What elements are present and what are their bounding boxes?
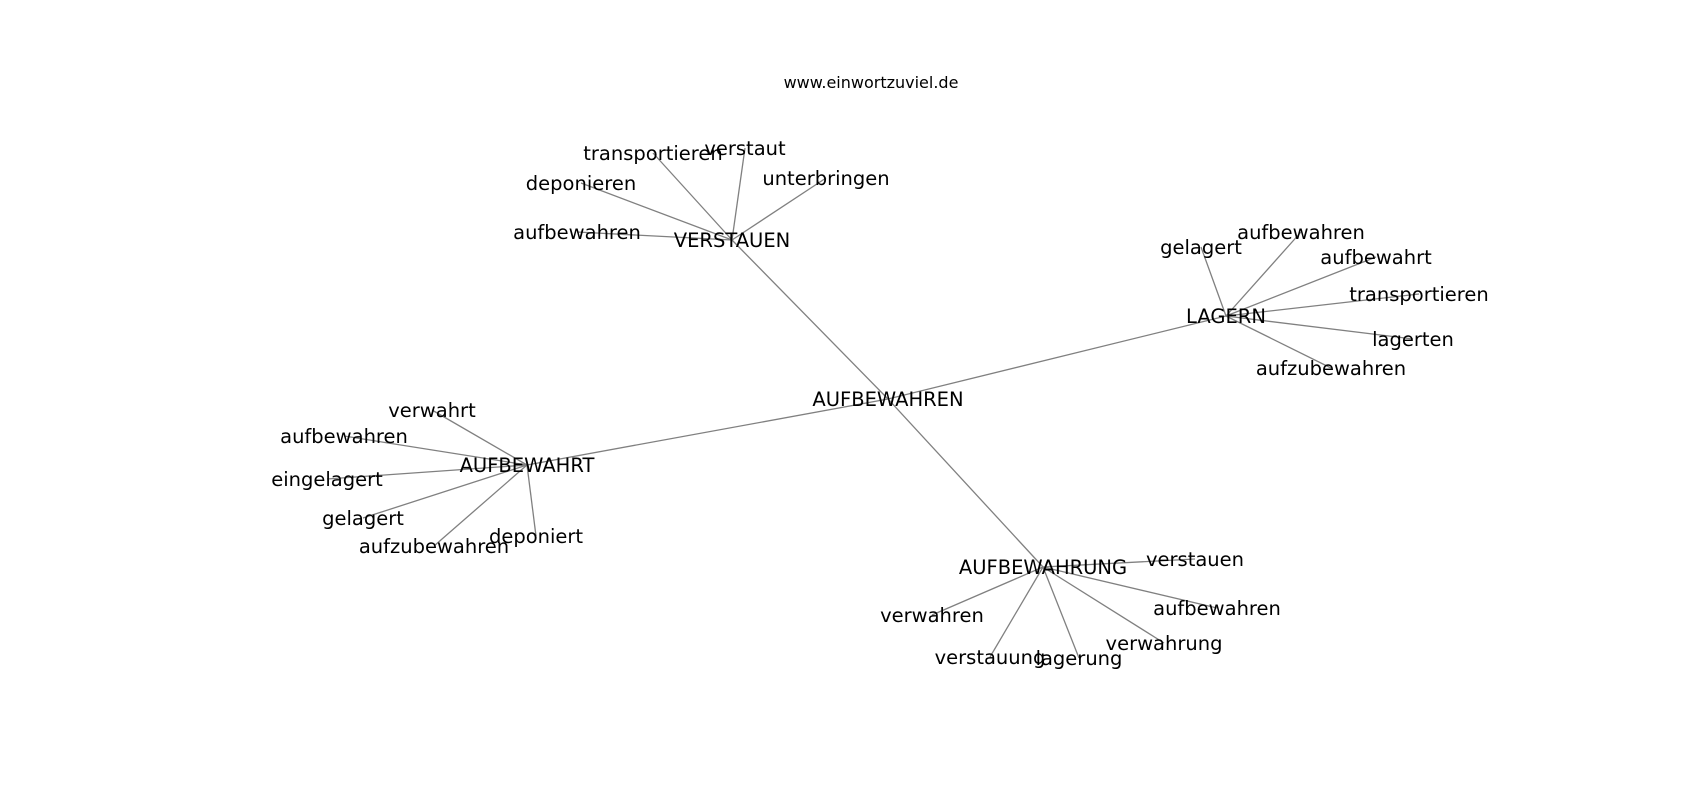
leaf-node-label: aufzubewahren [359,535,509,558]
edge-center-lagern [887,315,1227,400]
center-node-label: AUFBEWAHREN [812,388,963,411]
cluster-node-label: AUFBEWAHRT [460,454,595,477]
leaf-node-label: lagerten [1372,328,1454,351]
leaf-node-label: unterbringen [762,167,889,190]
leaf-node-label: deponieren [526,172,636,195]
leaf-node-label: aufbewahrt [1320,246,1432,269]
edge-verstauen-deponieren [580,182,733,241]
edge-aufbewahrt-gelagert [362,464,528,519]
edge-lagern-aufbewahrt [1225,256,1377,317]
leaf-node-label: verwahrt [388,399,476,422]
leaf-node-label: eingelagert [271,468,383,491]
leaf-node-label: aufzubewahren [1256,357,1406,380]
site-url: www.einwortzuviel.de [784,73,959,92]
edge-aufbewahrt-aufbewahren [343,435,528,466]
leaf-node-label: transportieren [583,142,722,165]
leaf-node-label: verstauen [1146,548,1244,571]
leaf-node-label: verstaut [704,137,786,160]
leaf-node-label: aufbewahren [513,221,641,244]
edge-aufbewahrt-deponiert [526,464,537,537]
leaf-node-label: gelagert [1160,236,1242,259]
edge-center-aufbewahrung [887,398,1044,568]
leaf-node-label: verstauung [935,646,1046,669]
edge-verstauen-unterbringen [731,177,827,241]
leaf-node-label: aufbewahren [1153,597,1281,620]
edge-verstauen-verstaut [731,147,746,241]
leaf-node-label: deponiert [489,525,583,548]
edge-lagern-gelagert [1200,246,1227,317]
cluster-node-label: AUFBEWAHRUNG [959,556,1127,579]
edge-verstauen-aufbewahren [576,231,733,241]
cluster-node-label: LAGERN [1186,305,1266,328]
edge-lagern-lagerten [1225,315,1414,340]
edge-aufbewahrung-verwahren [931,566,1044,616]
edges [326,147,1420,659]
edge-aufbewahrung-verwahrung [1042,566,1165,644]
edge-lagern-aufbewahren [1225,231,1302,317]
edge-lagern-aufzubewahren [1225,315,1332,369]
leaf-node-label: lagerung [1036,647,1123,670]
edge-aufbewahrung-aufbewahren [1042,566,1218,609]
edge-center-aufbewahrt [526,398,889,466]
edge-aufbewahrt-eingelagert [326,464,528,480]
edge-aufbewahrt-verwahrt [431,409,528,466]
edge-aufbewahrung-verstauung [989,566,1044,658]
leaf-node-label: gelagert [322,507,404,530]
cluster-node-label: VERSTAUEN [674,229,791,252]
edge-verstauen-transportieren [652,152,733,241]
edge-aufbewahrt-aufzubewahren [433,464,528,547]
leaf-node-label: transportieren [1349,283,1488,306]
edge-center-verstauen [731,239,889,400]
leaf-node-label: aufbewahren [1237,221,1365,244]
leaf-node-label: verwahren [880,604,984,627]
leaf-node-label: aufbewahren [280,425,408,448]
leaf-node-label: verwahrung [1106,632,1223,655]
edge-aufbewahrung-lagerung [1042,566,1080,659]
edge-lagern-transportieren [1225,293,1420,317]
node-labels: AUFBEWAHRENVERSTAUENtransportierenversta… [271,137,1489,670]
edge-aufbewahrung-verstauen [1042,558,1196,568]
